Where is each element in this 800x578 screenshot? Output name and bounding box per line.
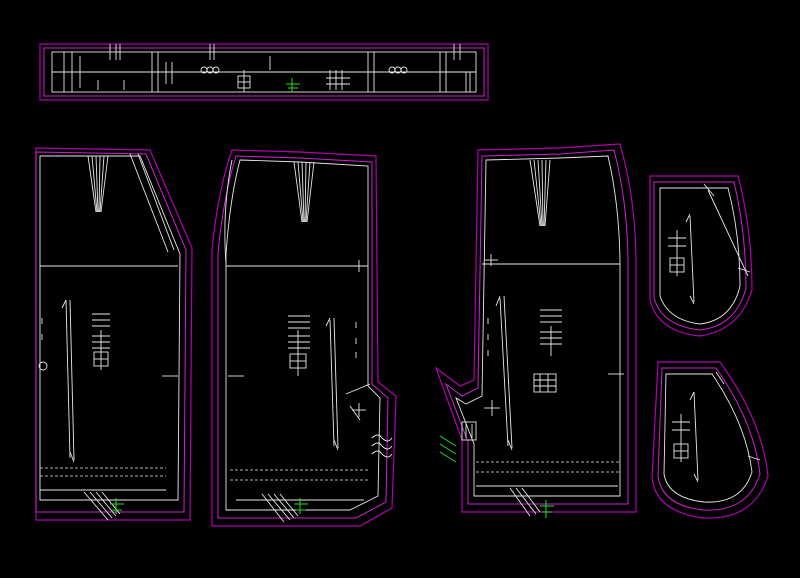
pocket-lower-inner-outline: [657, 367, 761, 511]
pocket-upper-piece: [649, 175, 753, 337]
skirt-side-label-glyphs: [288, 315, 357, 376]
skirt-back-piece: [434, 143, 637, 518]
pocket-upper-stitch-line: [659, 187, 741, 325]
pocket-upper-notch-2: [737, 267, 751, 273]
pocket-upper-grain-arrow: [685, 213, 695, 305]
skirt-front-outer-outline: [35, 147, 193, 521]
skirt-side-dart: [293, 161, 315, 223]
skirt-side-grain-marker: [294, 498, 308, 514]
skirt-front-middle-outline: [35, 151, 187, 513]
waistband-outer-outline: [39, 43, 489, 101]
skirt-front-cut-line: [39, 155, 181, 501]
waistband-piece: [39, 43, 489, 101]
skirt-back-pocket-hatch: [439, 435, 457, 463]
skirt-back-middle-outline: [444, 149, 629, 505]
pocket-upper-inner-outline: [653, 181, 747, 331]
skirt-front-piece: [35, 147, 193, 521]
pocket-lower-stitch-line: [663, 373, 753, 503]
skirt-side-outer-outline: [211, 149, 397, 527]
skirt-back-outer-outline: [434, 143, 637, 513]
pocket-lower-label-glyphs: [672, 414, 690, 462]
skirt-back-cut-line: [455, 155, 621, 497]
pocket-upper-notch: [703, 183, 715, 197]
pocket-upper-label-glyphs: [668, 230, 686, 276]
pocket-lower-piece: [651, 361, 769, 519]
pocket-lower-outer-outline: [651, 361, 769, 519]
skirt-front-grain-arrow: [61, 299, 75, 463]
skirt-front-grain-marker: [110, 498, 124, 514]
skirt-back-grain-arrow: [495, 295, 513, 451]
skirt-side-hatch: [261, 493, 299, 523]
pocket-upper-outer-outline: [649, 175, 753, 337]
skirt-side-middle-outline: [217, 155, 389, 519]
pocket-lower-notch-2: [747, 455, 761, 461]
skirt-side-notches: [228, 260, 366, 377]
skirt-front-side-seam: [129, 153, 169, 253]
skirt-front-dart: [87, 155, 109, 213]
skirt-back-notches: [461, 254, 624, 441]
skirt-front-hatch: [83, 491, 121, 521]
pocket-lower-grain-arrow: [689, 391, 699, 483]
skirt-front-label-glyphs: [38, 313, 110, 371]
pocket-upper-opening-line: [707, 189, 749, 277]
skirt-side-curve: [224, 159, 233, 265]
skirt-back-label-glyphs: [487, 309, 562, 393]
skirt-back-grain-marker: [540, 500, 554, 518]
skirt-side-cut-line: [225, 159, 381, 511]
pocket-lower-notch: [715, 371, 725, 385]
skirt-side-grain-arrow: [325, 317, 339, 451]
waistband-grain-marker: [286, 78, 300, 92]
waistband-inner-outline: [43, 47, 485, 97]
waistband-label-glyphs: [97, 66, 408, 92]
skirt-side-pocket-mark: [345, 383, 393, 458]
skirt-back-hatch: [509, 487, 541, 517]
skirt-back-dart: [529, 159, 551, 227]
skirt-side-piece: [211, 149, 397, 527]
waistband-notch-marks: [63, 44, 471, 92]
skirt-front-side-seam-2: [137, 153, 175, 251]
